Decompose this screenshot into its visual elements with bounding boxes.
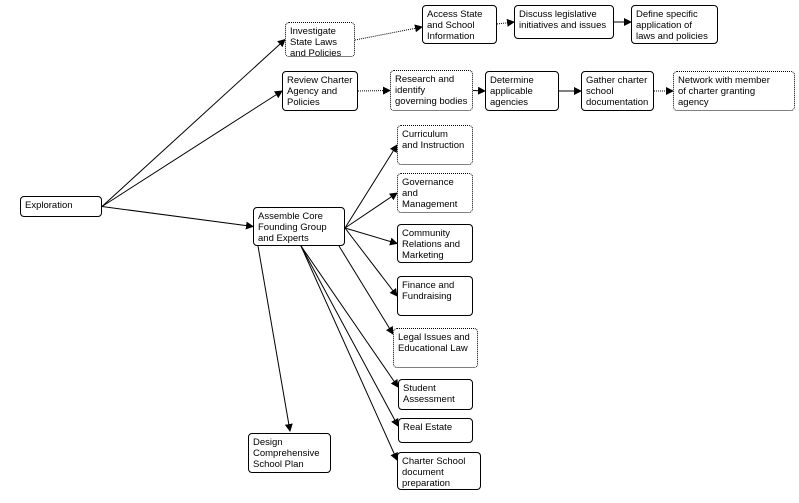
node-research[interactable]: Research and identify governing bodies [390, 70, 473, 111]
node-gather[interactable]: Gather charter school documentation [581, 71, 654, 111]
node-discuss[interactable]: Discuss legislative initiatives and issu… [514, 5, 614, 39]
edge-assemble-to-community [344, 227, 398, 246]
edge-exploration-to-investigate [101, 38, 286, 207]
node-finance[interactable]: Finance and Fundraising [397, 276, 473, 316]
node-define[interactable]: Define specific application of laws and … [631, 5, 718, 44]
node-community[interactable]: Community Relations and Marketing [397, 224, 473, 263]
edge-exploration-to-assemble [101, 206, 254, 230]
edge-exploration-to-review [101, 90, 283, 207]
edge-access-to-discuss [496, 18, 515, 27]
node-network[interactable]: Network with member of charter granting … [673, 71, 795, 111]
node-legal[interactable]: Legal Issues and Educational Law [393, 328, 478, 368]
edge-assemble-to-legal [338, 245, 394, 335]
node-assemble[interactable]: Assemble Core Founding Group and Experts [253, 207, 345, 246]
node-investigate[interactable]: Investigate State Laws and Policies [285, 22, 355, 59]
node-design[interactable]: Design Comprehensive School Plan [248, 433, 331, 473]
node-review[interactable]: Review Charter Agency and Policies [282, 71, 358, 111]
node-access[interactable]: Access State and School Information [422, 5, 497, 44]
node-realestate[interactable]: Real Estate [398, 418, 473, 443]
node-exploration[interactable]: Exploration [20, 196, 102, 217]
edge-assemble-to-realestate [300, 245, 399, 427]
edge-assemble-to-finance [344, 227, 398, 297]
node-student[interactable]: Student Assessment [398, 379, 473, 410]
edge-assemble-to-student [300, 245, 399, 388]
node-governance[interactable]: Governance and Management [397, 173, 473, 213]
edge-assemble-to-curriculum [344, 144, 398, 229]
node-charterdoc[interactable]: Charter School document preparation [397, 452, 481, 490]
edge-assemble-to-design [257, 245, 293, 432]
edge-review-to-research [357, 86, 391, 95]
edge-research-to-determine [472, 86, 486, 95]
edge-investigate-to-access [354, 24, 423, 41]
node-determine[interactable]: Determine applicable agencies [485, 71, 559, 111]
edge-assemble-to-governance [344, 192, 398, 229]
node-curriculum[interactable]: Curriculum and Instruction [397, 125, 473, 165]
edge-assemble-to-charterdoc [300, 245, 398, 461]
